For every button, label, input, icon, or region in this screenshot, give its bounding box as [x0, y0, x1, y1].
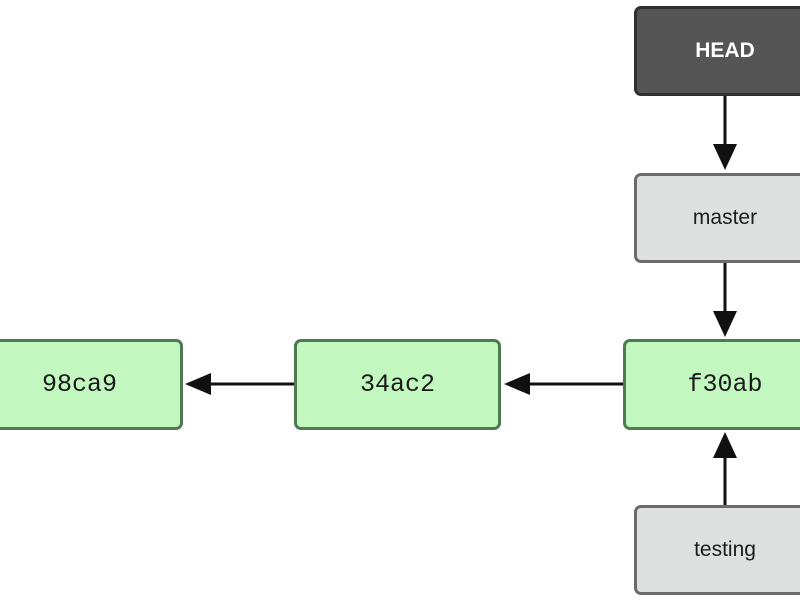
- arrow-34ac2-to-98ca9: [185, 373, 294, 395]
- head-label: HEAD: [695, 39, 755, 62]
- commit-f30ab-label: f30ab: [687, 370, 763, 399]
- branch-master: master: [634, 173, 800, 263]
- branch-master-label: master: [692, 206, 758, 229]
- commit-34ac2: 34ac2: [294, 339, 501, 430]
- arrow-f30ab-to-34ac2: [504, 373, 623, 395]
- arrow-head-to-master: [713, 96, 737, 170]
- commit-98ca9: 98ca9: [0, 339, 183, 430]
- commit-98ca9-label: 98ca9: [41, 370, 117, 399]
- head-pointer: HEAD: [634, 6, 800, 96]
- commit-34ac2-label: 34ac2: [359, 370, 435, 399]
- commit-f30ab: f30ab: [623, 339, 800, 430]
- branch-testing: testing: [634, 505, 800, 595]
- arrow-master-to-f30ab: [713, 263, 737, 337]
- arrow-testing-to-f30ab: [713, 432, 737, 505]
- branch-testing-label: testing: [694, 538, 756, 561]
